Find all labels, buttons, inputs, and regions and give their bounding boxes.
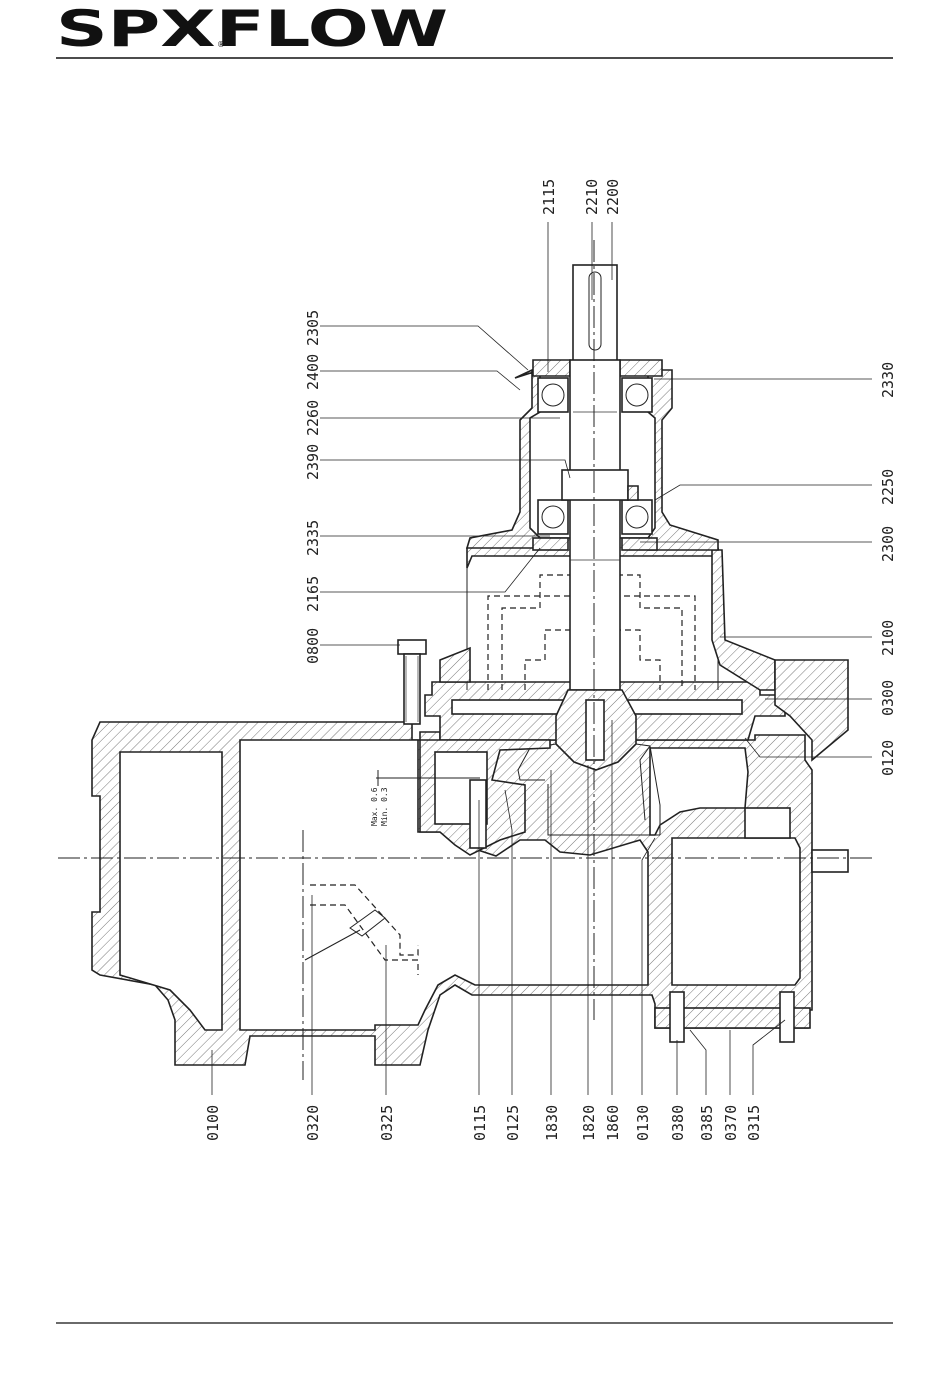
label-2100: 2100 bbox=[879, 620, 897, 656]
label-1830: 1830 bbox=[543, 1105, 561, 1141]
adapter-right-wall bbox=[712, 550, 775, 690]
label-2115: 2115 bbox=[540, 179, 558, 215]
label-2165: 2165 bbox=[304, 576, 322, 612]
label-0325: 0325 bbox=[378, 1105, 396, 1141]
wear-ring-bolt bbox=[470, 780, 486, 848]
label-0115: 0115 bbox=[471, 1105, 489, 1141]
lower-seal-left bbox=[533, 538, 568, 550]
label-0320: 0320 bbox=[304, 1105, 322, 1141]
bearing-housing-section bbox=[467, 370, 540, 548]
brand-logo: SPXFLOW bbox=[56, 0, 448, 58]
label-2335: 2335 bbox=[304, 520, 322, 556]
dimension-min: Min. 0.3 bbox=[380, 787, 389, 826]
label-0120: 0120 bbox=[879, 740, 897, 776]
coupling-key bbox=[812, 850, 848, 872]
suction-cavity bbox=[120, 752, 222, 1030]
side-bore-cavity bbox=[672, 838, 800, 985]
impeller-bolt bbox=[586, 700, 604, 760]
pump-shaft bbox=[562, 265, 638, 690]
label-2210: 2210 bbox=[583, 179, 601, 215]
pump-cross-section: Max. 0.6 Min. 0.3 bbox=[58, 240, 872, 1080]
lower-seal-right bbox=[622, 538, 657, 550]
bearing-housing-section-right bbox=[648, 370, 718, 550]
adapter-left-foot bbox=[440, 648, 470, 682]
registered-mark: ® bbox=[217, 40, 225, 49]
flange-bolt bbox=[398, 640, 426, 724]
label-0800: 0800 bbox=[304, 628, 322, 664]
label-0380: 0380 bbox=[669, 1105, 687, 1141]
label-0100: 0100 bbox=[204, 1105, 222, 1141]
label-2300: 2300 bbox=[879, 526, 897, 562]
label-2390: 2390 bbox=[304, 444, 322, 480]
label-1860: 1860 bbox=[604, 1105, 622, 1141]
label-0385: 0385 bbox=[698, 1105, 716, 1141]
label-2330: 2330 bbox=[879, 362, 897, 398]
label-0370: 0370 bbox=[722, 1105, 740, 1141]
dimension-max: Max. 0.6 bbox=[370, 787, 379, 826]
label-2305: 2305 bbox=[304, 310, 322, 346]
label-0125: 0125 bbox=[504, 1105, 522, 1141]
label-0300: 0300 bbox=[879, 680, 897, 716]
label-2200: 2200 bbox=[604, 179, 622, 215]
header: SPXFLOW ® bbox=[56, 0, 893, 58]
side-plug bbox=[745, 808, 790, 838]
label-1820: 1820 bbox=[580, 1105, 598, 1141]
label-2400: 2400 bbox=[304, 354, 322, 390]
label-0130: 0130 bbox=[634, 1105, 652, 1141]
label-0315: 0315 bbox=[745, 1105, 763, 1141]
label-2260: 2260 bbox=[304, 400, 322, 436]
label-2250: 2250 bbox=[879, 469, 897, 505]
